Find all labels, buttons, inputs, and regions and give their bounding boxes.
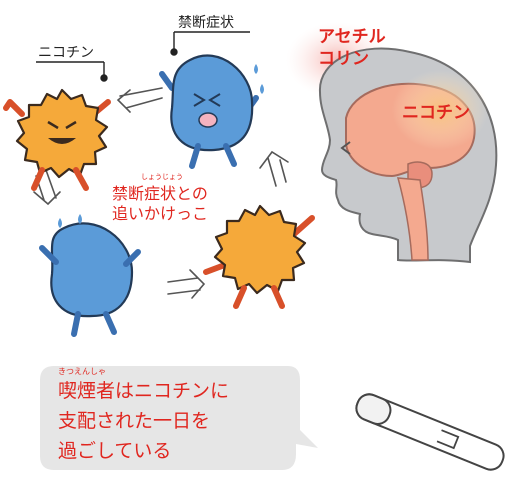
- speech-bubble: [40, 366, 318, 470]
- label-acetylcholine-line1: アセチル: [318, 27, 386, 47]
- label-chase-line1: 禁断症状との: [112, 184, 208, 203]
- label-leaders: [36, 31, 250, 82]
- nicotine-glow: [392, 70, 488, 150]
- withdrawal-character-top: [159, 54, 264, 169]
- arrow-bottom: [167, 269, 206, 299]
- bubble-text-line1: 喫煙者はニコチンに: [58, 380, 230, 402]
- withdrawal-character-bottom: [39, 214, 141, 337]
- cycle-arrows: [33, 87, 289, 299]
- cigarette-icon: [355, 393, 505, 471]
- label-nicotine-left: ニコチン: [38, 45, 94, 61]
- head-illustration: [286, 22, 498, 264]
- arrow-right: [259, 150, 289, 187]
- label-nicotine-brain: ニコチン: [402, 103, 470, 123]
- label-acetylcholine-line2: コリン: [318, 49, 369, 69]
- ruby-kitsuensha: きつえんしゃ: [58, 367, 106, 376]
- label-chase-line2: 追いかけっこ: [112, 204, 209, 223]
- nicotine-character-bottom: [203, 204, 315, 309]
- arrow-top: [116, 87, 163, 113]
- ruby-shoujou: しょうじょう: [141, 173, 183, 181]
- label-withdrawal: 禁断症状: [178, 15, 234, 31]
- bubble-text-line3: 過ごしている: [58, 440, 172, 462]
- nicotine-character-top: [3, 88, 111, 191]
- bubble-text-line2: 支配された一日を: [58, 410, 211, 432]
